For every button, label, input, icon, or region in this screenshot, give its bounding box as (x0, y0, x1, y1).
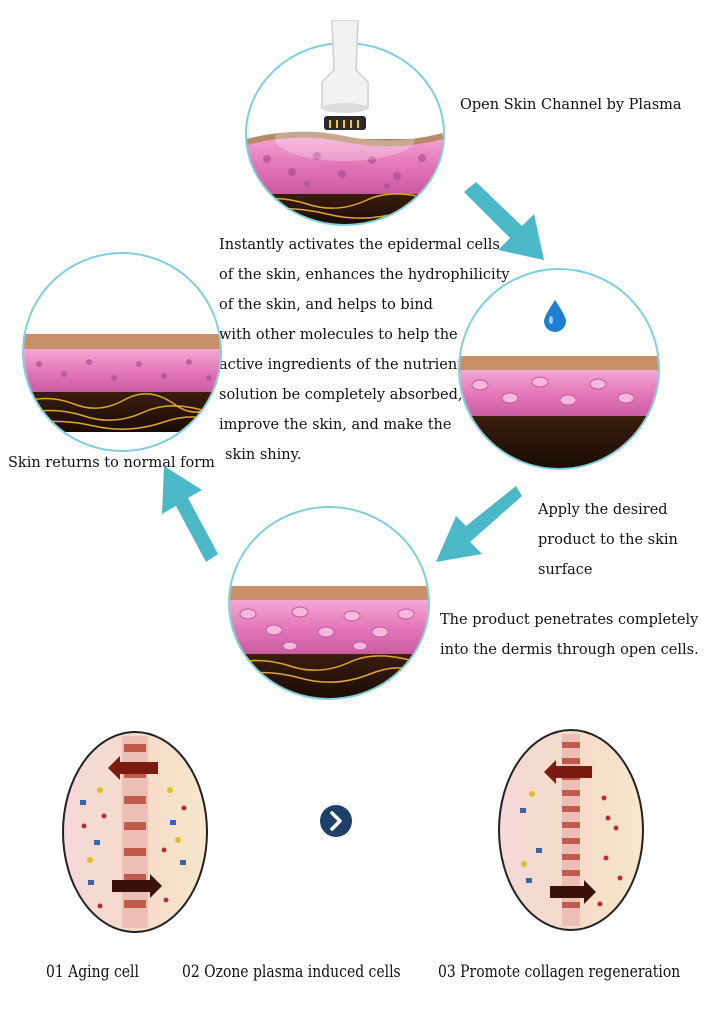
step-apply-product-label: Apply the desired product to the skin su… (538, 495, 678, 585)
plasma-pen-icon (321, 20, 369, 130)
middle-description-line: with other molecules to help the (219, 327, 458, 343)
caption-collagen: 03 Promote collagen regeneration (438, 962, 681, 982)
arrow-down-right-icon (464, 182, 544, 260)
collagen-regeneration-oval (498, 729, 644, 931)
middle-description-line: active ingredients of the nutrient (219, 357, 463, 373)
step-penetration-label: The product penetrates completely into t… (440, 605, 699, 665)
penetration-circle (228, 506, 430, 700)
middle-description: Instantly activates the epidermal cells … (219, 230, 510, 470)
penetration-line: into the dermis through open cells. (440, 642, 699, 658)
middle-description-line: Instantly activates the epidermal cells (219, 237, 500, 253)
arrow-down-left-icon (436, 486, 522, 562)
middle-description-line: of the skin, and helps to bind (219, 297, 433, 313)
step-normal-form-label: Skin returns to normal form (8, 455, 215, 471)
caption-aging-cell: 01 Aging cell (46, 962, 139, 982)
apply-product-line: product to the skin (538, 532, 678, 548)
apply-product-line: Apply the desired (538, 502, 668, 518)
penetration-line: The product penetrates completely (440, 612, 699, 628)
aging-cell-oval (62, 731, 208, 933)
water-drop-icon (544, 300, 566, 332)
caption-ozone-plasma: 02 Ozone plasma induced cells (182, 962, 401, 982)
normal-skin-circle (22, 252, 222, 452)
step-open-channel-label: Open Skin Channel by Plasma (460, 97, 682, 113)
arrow-up-left-icon (162, 466, 218, 562)
apply-product-line: surface (538, 562, 593, 578)
middle-description-line: solution be completely absorbed, (219, 387, 463, 403)
middle-description-line: improve the skin, and make the (219, 417, 452, 433)
middle-description-line: of the skin, enhances the hydrophilicity (219, 267, 510, 283)
chevron-right-icon (320, 805, 352, 837)
middle-description-line: skin shiny. (225, 447, 302, 463)
apply-product-circle (458, 268, 660, 470)
